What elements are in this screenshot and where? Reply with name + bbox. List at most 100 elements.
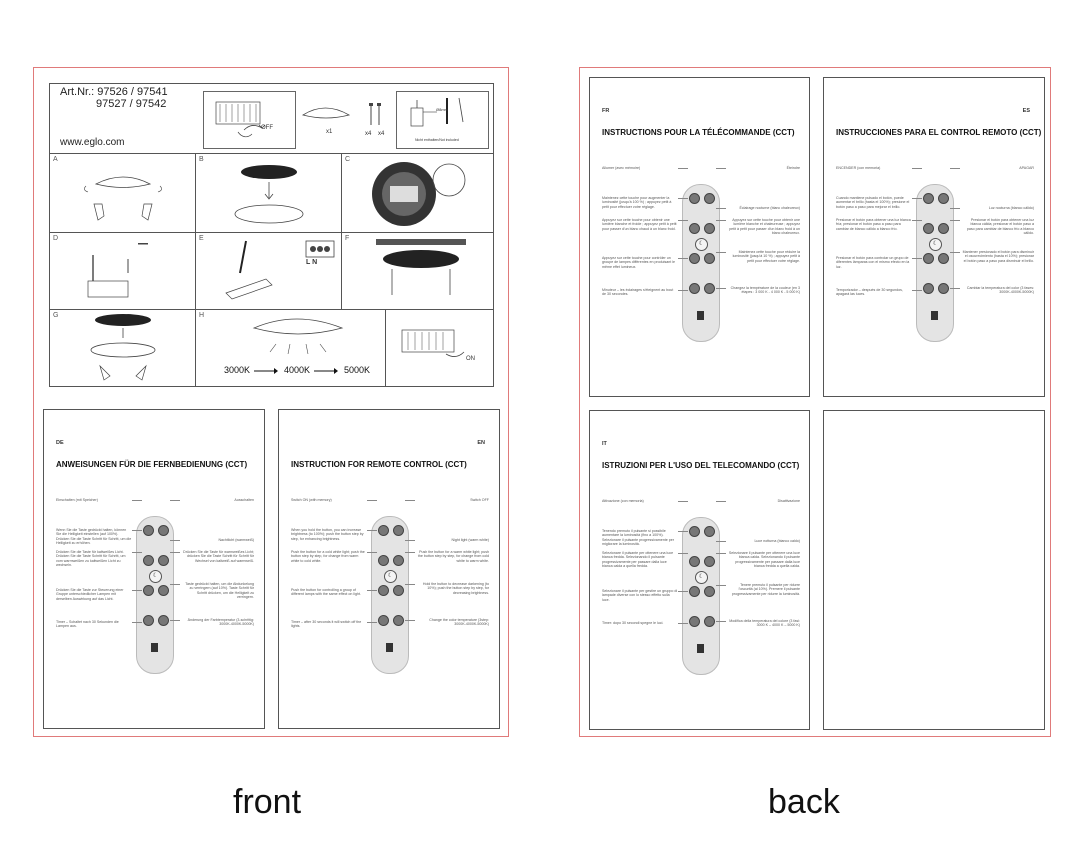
remote-button[interactable] — [393, 525, 404, 536]
remote-button[interactable] — [938, 223, 949, 234]
instruction-left: When you hold the button, you can increa… — [291, 528, 364, 541]
instruction-left: ENCENDER (con memoria) — [836, 166, 881, 170]
remote-button[interactable] — [378, 585, 389, 596]
remote-button[interactable] — [923, 193, 934, 204]
remote-button[interactable] — [158, 525, 169, 536]
remote-button[interactable] — [689, 223, 700, 234]
remote-button[interactable] — [393, 555, 404, 566]
instruction-left: Drücken Sie die Taste für kaltweißes Lic… — [56, 550, 126, 568]
qty-lamp: x1 — [326, 129, 333, 135]
instruction-right: Tenere premuto il pulsante per ridurre l… — [731, 583, 800, 596]
remote-button[interactable] — [689, 283, 700, 294]
panel-lang-code: FR — [602, 108, 610, 114]
kelvin-5000: 5000K — [344, 365, 371, 375]
remote-button[interactable] — [689, 253, 700, 264]
instruction-right: Taste gedrückt halten, um die Abdunkelun… — [185, 582, 254, 600]
instruction-right: Maintenez cette touche pour réduire la l… — [732, 250, 800, 263]
leader-line — [716, 553, 726, 554]
remote-button[interactable] — [689, 526, 700, 537]
remote-button[interactable] — [704, 193, 715, 204]
lit-lamp-illustration — [252, 318, 344, 374]
instruction-left: Presionar el botón para obtener una luz … — [836, 218, 911, 231]
remote-button[interactable] — [689, 586, 700, 597]
leader-line — [405, 552, 415, 553]
night-light-button[interactable]: ☾ — [695, 571, 708, 584]
remote-button[interactable] — [704, 586, 715, 597]
instruction-left: Einschalten (mit Speicher) — [56, 498, 98, 502]
instruction-left: Drücken Sie die Taste zur Steuerung eine… — [56, 588, 124, 601]
leader-line — [405, 620, 415, 621]
instruction-right: Luce notturna (bianco caldo) — [754, 539, 800, 543]
remote-button[interactable] — [938, 253, 949, 264]
remote-button[interactable] — [704, 526, 715, 537]
night-light-button[interactable]: ☾ — [929, 238, 942, 251]
leader-line — [950, 220, 960, 221]
remote-button[interactable] — [938, 193, 949, 204]
remote-button[interactable] — [378, 525, 389, 536]
ceiling-mount-illustration — [376, 239, 466, 295]
remote-button[interactable] — [378, 615, 389, 626]
remote-button[interactable] — [923, 253, 934, 264]
remote-button[interactable] — [704, 253, 715, 264]
instruction-right: Switch OFF — [470, 498, 489, 502]
art-nr-line1: Art.Nr.: 97526 / 97541 — [60, 86, 168, 98]
instruction-right: Nachtlicht (warmweiß) — [218, 538, 254, 542]
leader-line — [678, 258, 688, 259]
remote-button[interactable] — [143, 555, 154, 566]
step-b: B — [195, 153, 343, 234]
night-light-button[interactable]: ☾ — [149, 570, 162, 583]
remote-button[interactable] — [393, 585, 404, 596]
step-g: G — [49, 309, 197, 387]
remote-button[interactable] — [143, 585, 154, 596]
remote-button[interactable] — [689, 193, 700, 204]
leader-line — [716, 168, 726, 169]
remote-button[interactable] — [143, 615, 154, 626]
leader-line — [678, 501, 688, 502]
remove-cover-illustration — [234, 165, 304, 224]
remote-control: ☾ — [371, 516, 409, 674]
night-light-button[interactable]: ☾ — [384, 570, 397, 583]
instruction-left: Selezionare il pulsante per ottenere una… — [602, 551, 674, 569]
remote-button[interactable] — [158, 585, 169, 596]
remote-button[interactable] — [143, 525, 154, 536]
leader-line — [716, 501, 726, 502]
leader-line — [132, 500, 142, 501]
leader-line — [912, 290, 922, 291]
night-light-button[interactable]: ☾ — [695, 238, 708, 251]
remote-button[interactable] — [923, 283, 934, 294]
instruction-right: Éclairage nocturne (blanc chaleureux) — [739, 206, 800, 210]
instruction-right: Mantener presionado el botón para dismin… — [962, 250, 1034, 263]
leader-line — [132, 530, 142, 531]
remote-button[interactable] — [689, 556, 700, 567]
instruction-left: Presionar el botón para controlar un gru… — [836, 256, 910, 269]
breaker-off-illustration — [215, 101, 266, 138]
instruction-right: Appuyez sur cette touche pour obtenir un… — [729, 218, 800, 236]
remote-button[interactable] — [689, 616, 700, 627]
leader-line — [950, 168, 960, 169]
instruction-left: Allumer (avec mémoire) — [602, 166, 641, 170]
back-label: back — [768, 783, 840, 821]
remote-button[interactable] — [704, 556, 715, 567]
remote-button[interactable] — [158, 615, 169, 626]
remote-button[interactable] — [378, 555, 389, 566]
leader-line — [367, 590, 377, 591]
remote-button[interactable] — [704, 283, 715, 294]
leader-line — [170, 500, 180, 501]
instruction-right: Éteindre — [786, 166, 800, 170]
remote-button[interactable] — [938, 283, 949, 294]
instruction-right: Disattivazione — [777, 499, 800, 503]
instruction-right: Selezionare il pulsante per ottenere una… — [728, 551, 800, 569]
leader-line — [678, 553, 688, 554]
leader-line — [716, 220, 726, 221]
front-label: front — [233, 783, 302, 821]
remote-button[interactable] — [704, 616, 715, 627]
remote-button[interactable] — [393, 615, 404, 626]
remote-button[interactable] — [923, 223, 934, 234]
remote-button[interactable] — [158, 555, 169, 566]
leader-line — [678, 198, 688, 199]
remote-button[interactable] — [704, 223, 715, 234]
leader-line — [678, 531, 688, 532]
instruction-left: Switch ON (with memory) — [291, 498, 332, 502]
